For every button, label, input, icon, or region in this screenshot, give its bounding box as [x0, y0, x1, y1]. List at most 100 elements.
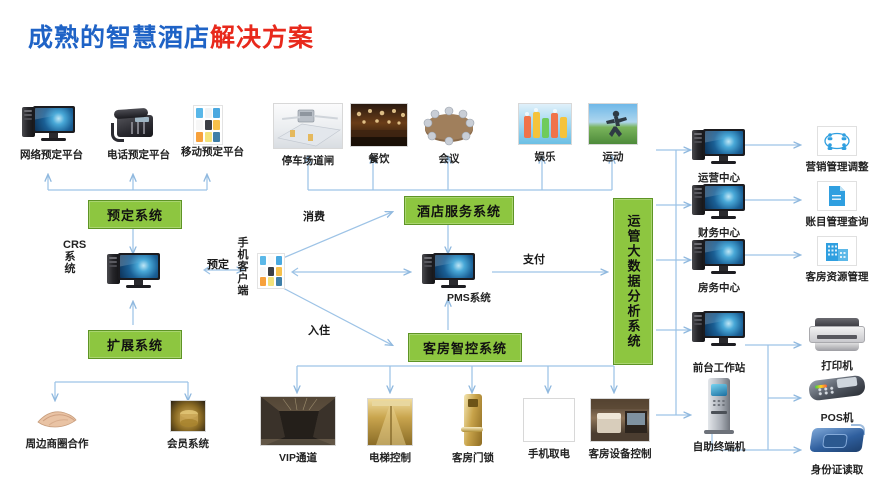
node-label: 客房设备控制 [588, 448, 652, 460]
node-label: 客房门锁 [452, 452, 494, 464]
node-label: 电话预定平台 [107, 149, 170, 161]
mobile-apps-icon [257, 253, 285, 289]
node-power-card[interactable]: 手机取电 [520, 398, 578, 461]
crs-text: CRS系统 [63, 239, 87, 275]
node-label: 运营中心 [698, 172, 740, 184]
green-box-label: 预定系统 [106, 208, 163, 223]
label-crs-system: CRS系统 [63, 239, 86, 276]
node-mobile-client[interactable] [257, 252, 285, 289]
node-label: 周边商圈合作 [25, 438, 89, 450]
node-pms[interactable] [421, 252, 477, 295]
node-operations-center[interactable]: 运营中心 [690, 128, 748, 185]
desktop-pc-icon [22, 105, 76, 143]
node-restaurant[interactable]: 餐饮 [348, 103, 410, 166]
node-elevator-control[interactable]: 电梯控制 [359, 398, 421, 465]
node-meeting[interactable]: 会议 [418, 103, 480, 166]
page-title: 成熟的智慧酒店解决方案 [28, 18, 314, 54]
node-crs-pc[interactable] [107, 252, 161, 295]
node-label: 运动 [602, 151, 624, 163]
meeting-photo [419, 103, 479, 147]
node-guestroom-device[interactable]: 客房设备控制 [584, 398, 656, 461]
id-card-reader-icon [809, 424, 865, 456]
node-label: 客房资源管理 [805, 271, 869, 283]
desktop-pc-icon [692, 238, 746, 276]
label-pms: PMS系统 [447, 292, 491, 304]
node-front-desk-workstation[interactable]: 前台工作站 [690, 310, 748, 375]
node-label: 房务中心 [698, 282, 740, 294]
node-entertainment[interactable]: 娱乐 [516, 103, 574, 164]
node-label: 餐饮 [368, 153, 390, 165]
green-box-room-control-system[interactable]: 客房智控系统 [408, 333, 522, 362]
node-finance-center[interactable]: 财务中心 [690, 183, 748, 240]
guestroom-photo [590, 398, 650, 442]
node-account-query[interactable]: 账目管理查询 [795, 181, 879, 229]
power-card-icon [523, 398, 575, 442]
network-people-icon [817, 126, 857, 156]
kiosk-icon [702, 378, 736, 434]
node-nearby-business[interactable]: 周边商圈合作 [22, 404, 92, 451]
parking-barrier-photo [273, 103, 343, 149]
node-pos-terminal[interactable]: POS机 [800, 372, 874, 425]
node-room-resource[interactable]: 客房资源管理 [795, 236, 879, 284]
node-label: 账目管理查询 [805, 216, 869, 228]
node-label: 打印机 [821, 360, 853, 372]
node-label: 会员系统 [167, 438, 209, 450]
printer-icon [809, 318, 865, 354]
node-phone-booking[interactable]: 电话预定平台 [107, 105, 170, 162]
desktop-pc-icon [692, 310, 746, 348]
node-label: 自助终端机 [692, 441, 746, 453]
label-mobile-client: 手机客户端 [236, 237, 250, 297]
node-label: 移动预定平台 [181, 146, 244, 158]
desktop-pc-icon [107, 252, 161, 290]
node-label: 营销管理调整 [805, 161, 869, 173]
page-title-part1: 成熟的智慧酒店 [28, 24, 211, 52]
desktop-pc-icon [692, 128, 746, 166]
node-label: 身份证读取 [810, 464, 864, 476]
node-web-booking[interactable]: 网络预定平台 [20, 105, 83, 162]
green-box-label: 运管大数据分析系统 [625, 214, 641, 349]
node-label: 停车场道闸 [281, 155, 335, 167]
edge-label-checkin: 入住 [308, 325, 330, 337]
node-id-card-reader[interactable]: 身份证读取 [800, 424, 874, 477]
node-sports[interactable]: 运动 [586, 103, 640, 164]
green-box-label: 扩展系统 [106, 338, 163, 353]
pos-terminal-icon [807, 372, 867, 404]
edge-label-payment: 支付 [523, 254, 545, 266]
desktop-pc-icon [692, 183, 746, 221]
node-marketing-management[interactable]: 营销管理调整 [795, 126, 879, 174]
node-membership-system[interactable]: 会员系统 [160, 400, 216, 451]
green-box-bigdata-system[interactable]: 运管大数据分析系统 [613, 198, 653, 365]
node-label: VIP通道 [279, 452, 317, 464]
document-icon [817, 181, 857, 211]
desktop-pc-icon [422, 252, 476, 290]
membership-gold-icon [170, 400, 206, 432]
green-box-label: 客房智控系统 [422, 341, 507, 356]
node-label: 网络预定平台 [20, 149, 83, 161]
elevator-photo [367, 398, 413, 446]
building-icon [817, 236, 857, 266]
vip-corridor-photo [260, 396, 336, 446]
node-parking-barrier[interactable]: 停车场道闸 [264, 103, 352, 168]
mobile-client-text: 手机客户端 [237, 237, 249, 297]
node-label: 会议 [438, 153, 460, 165]
node-label: 手机取电 [528, 448, 570, 460]
node-door-lock[interactable]: 客房门锁 [446, 394, 500, 465]
door-lock-icon [460, 394, 486, 446]
node-label: 前台工作站 [692, 362, 746, 374]
node-label: 电梯控制 [369, 452, 411, 464]
node-room-center[interactable]: 房务中心 [690, 238, 748, 295]
node-printer[interactable]: 打印机 [800, 318, 874, 373]
node-self-service-kiosk[interactable]: 自助终端机 [688, 378, 750, 454]
sports-photo [588, 103, 638, 145]
edge-label-booking: 预定 [207, 259, 229, 271]
desk-phone-icon [109, 105, 159, 143]
green-box-extension-system[interactable]: 扩展系统 [88, 330, 182, 359]
node-vip-corridor[interactable]: VIP通道 [259, 396, 337, 465]
green-box-booking-system[interactable]: 预定系统 [88, 200, 182, 229]
green-box-hotel-service-system[interactable]: 酒店服务系统 [404, 196, 514, 225]
restaurant-photo [350, 103, 408, 147]
node-label: POS机 [820, 412, 854, 424]
node-mobile-booking[interactable]: 移动预定平台 [181, 105, 244, 159]
